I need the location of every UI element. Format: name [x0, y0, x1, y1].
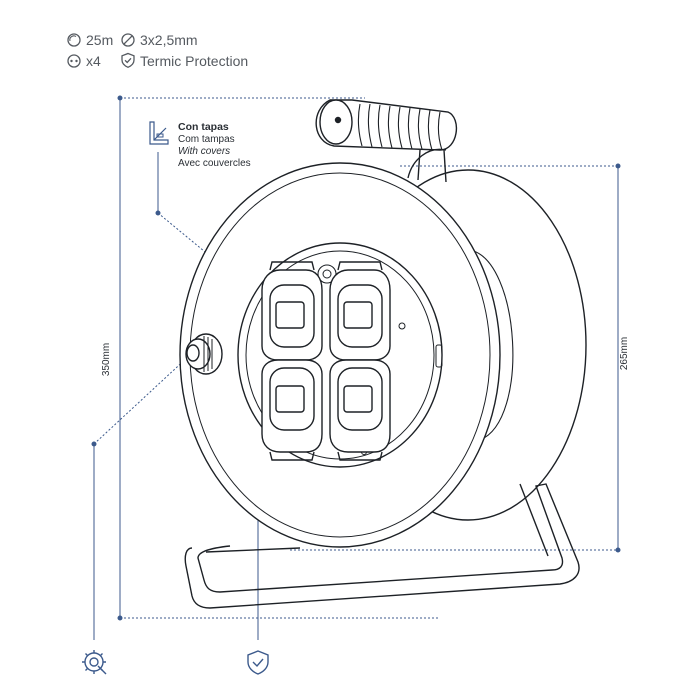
thermal-breaker-knob: [185, 333, 223, 375]
spec-length: 25m: [86, 32, 114, 48]
covers-title: Con tapas: [178, 121, 229, 133]
socket-top-left: [261, 261, 323, 361]
shield-icon: [121, 52, 135, 69]
spec-protection: Termic Protection: [140, 53, 249, 69]
socket-top-right: [329, 261, 391, 361]
covers-en: With covers: [178, 146, 231, 157]
shield-check-icon: [247, 650, 269, 675]
spec-sockets: x4: [86, 53, 101, 69]
socket-bottom-right: [329, 359, 391, 461]
socket-icon: [67, 54, 81, 68]
covers-pt: Com tampas: [178, 134, 235, 145]
carry-handle: [315, 99, 458, 183]
covers-fr: Avec couvercles: [178, 158, 251, 169]
socket-bottom-left: [261, 359, 323, 461]
reel-stand: [184, 483, 580, 609]
thermal-gear-icon: [82, 650, 107, 675]
section-icon: [121, 33, 135, 47]
cover-icon: [149, 121, 169, 145]
coil-icon: [67, 33, 81, 47]
reel-outline: [179, 99, 587, 609]
dimension-lines: [117, 95, 621, 621]
spec-section: 3x2,5mm: [140, 32, 198, 48]
